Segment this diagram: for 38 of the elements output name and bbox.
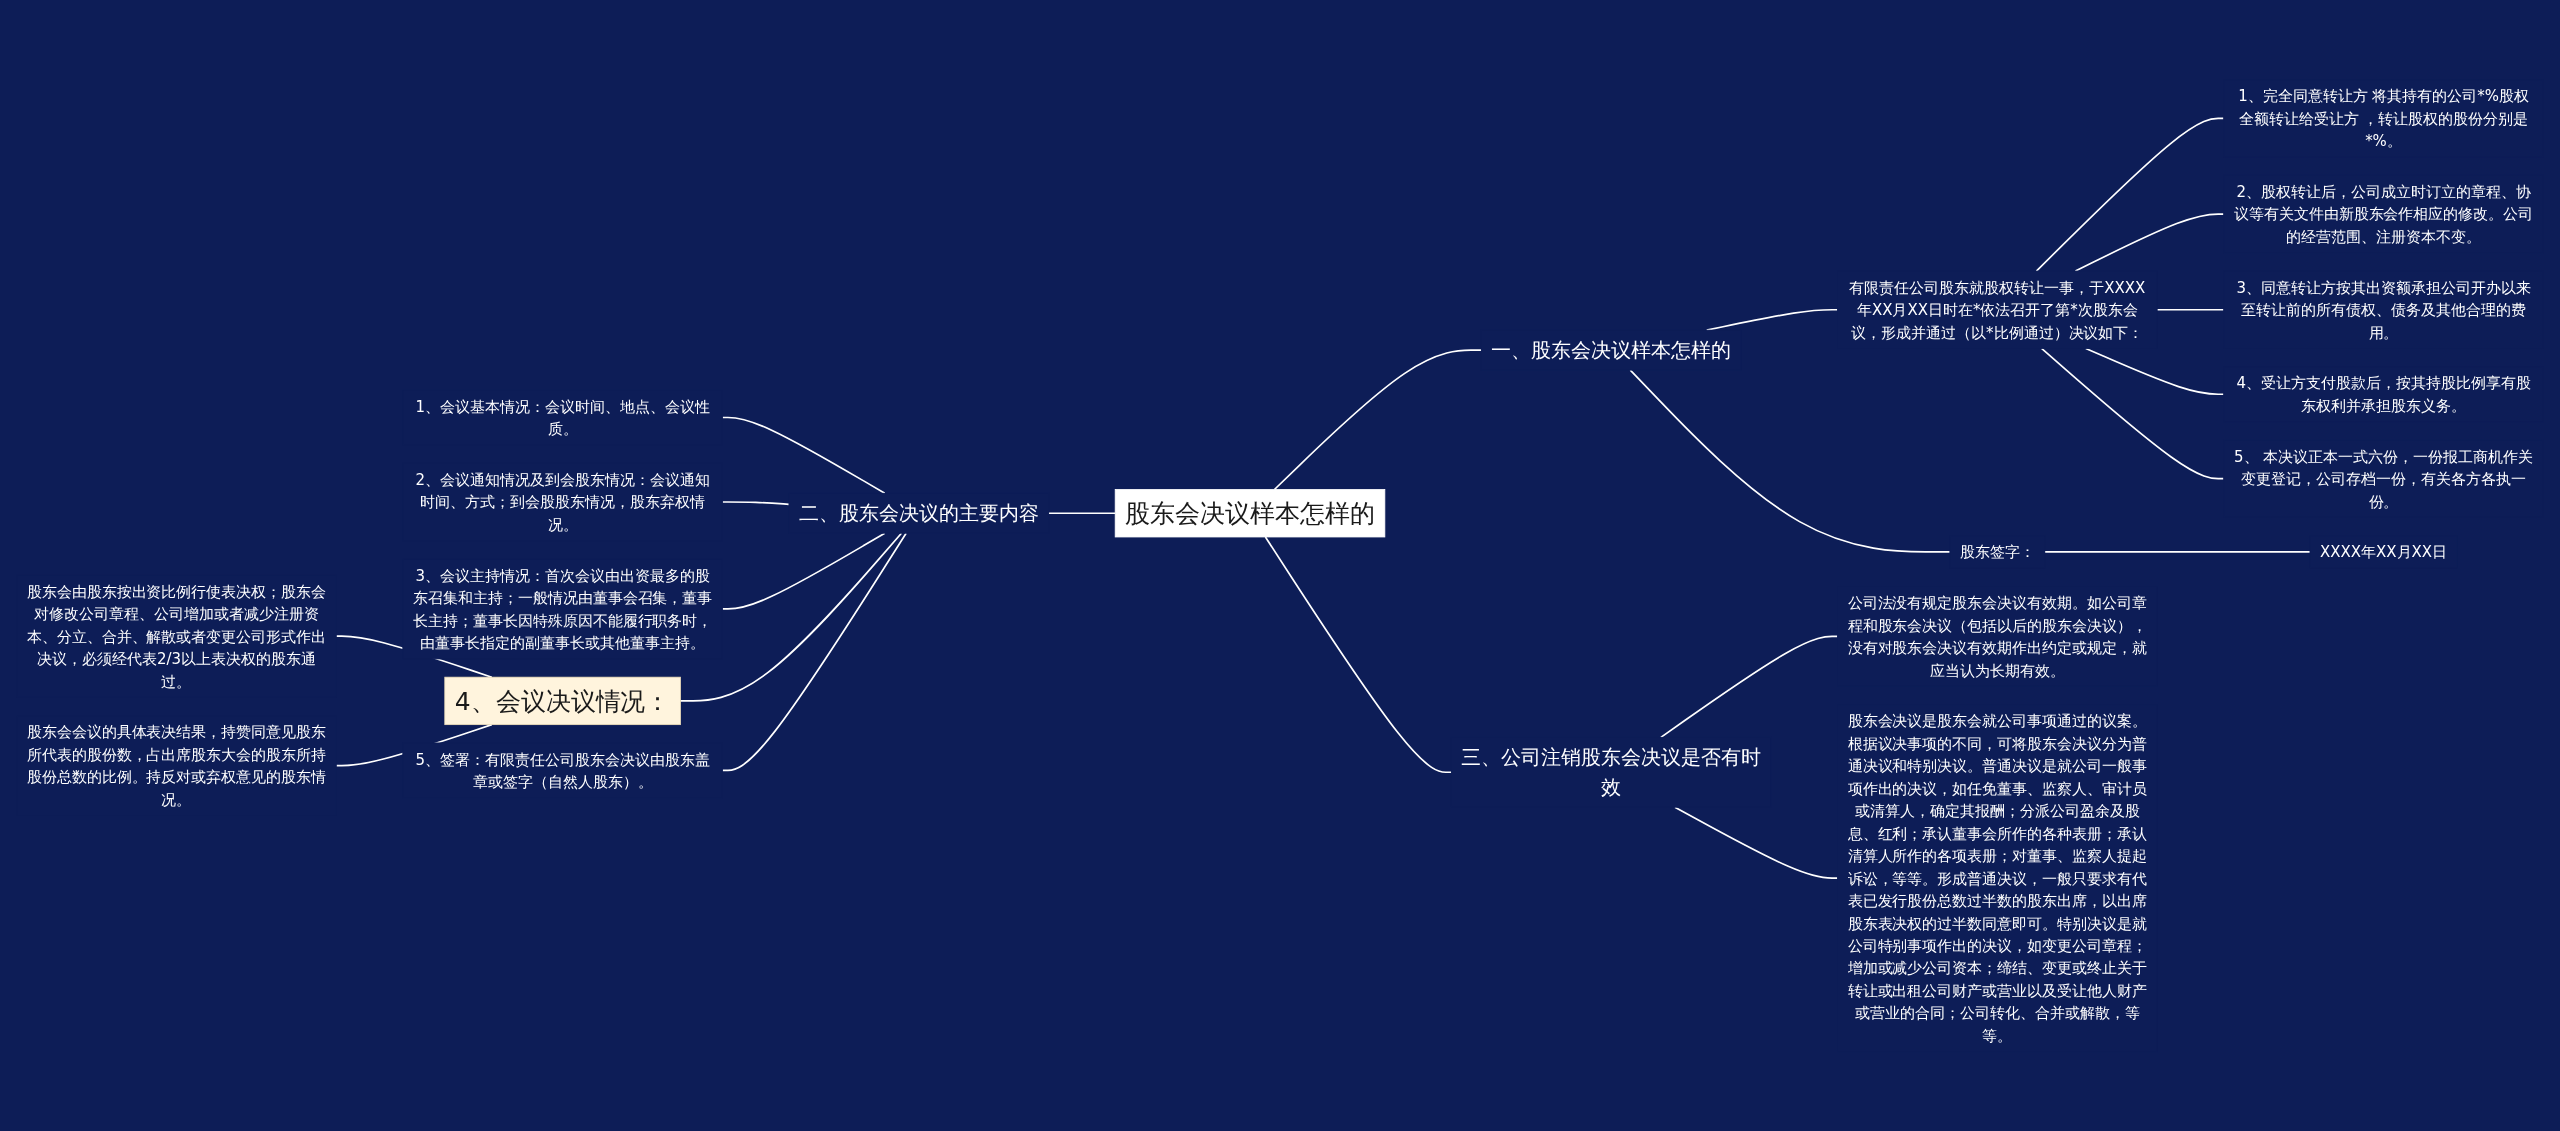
node-text: 股东会由股东按出资比例行使表决权；股东会对修改公司章程、公司增加或者减少注册资本、分立、合并、解散或者变更公司形式作出决议，必须经代表2/3以上表决权的股东通过。 — [26, 582, 327, 690]
node-text: 有限责任公司股东就股权转让一事，于XXXX年XX月XX日时在*依法召开了第*次股东会议，形成并通过（以*比例通过）决议如下： — [1849, 278, 2146, 341]
node-text: 1、完全同意转让方 将其持有的公司*%股权全额转让给受让方 ，转让股权的股份分别是*%。 — [2238, 86, 2529, 150]
node-box: 4、会议决议情况： — [444, 676, 681, 725]
connector — [2074, 213, 2225, 272]
connector — [2040, 347, 2225, 480]
connector — [679, 532, 903, 702]
connector — [2043, 550, 2311, 553]
node-text: 4、受让方支付股款后，按其持股比例享有股东权利并承担股东义务。 — [2236, 374, 2531, 415]
connector — [721, 532, 907, 772]
node-text: 2、会议通知情况及到会股东情况：会议通知时间、方式；到会股股东情况，股东弃权情况。 — [415, 470, 710, 534]
node-text: XXXX年XX月XX日 — [2319, 543, 2448, 561]
node-text: 3、会议主持情况：首次会议由出资最多的股东召集和主持；一般情况由董事会召集，董事长主持；董事长因特殊原因不能履行职务时，由董事长指定的副董事长或其他董事主持。 — [412, 566, 713, 652]
connector — [1629, 369, 1951, 553]
node-text: 1、会议基本情况：会议时间、地点、会议性质。 — [415, 397, 710, 438]
connector — [1264, 535, 1453, 773]
node-text: 股东会决议是股东会就公司事项通过的议案。根据议决事项的不同，可将股东会决议分为普通决议和特别决议。普通决议是就公司一般事项作出的决议，如任免董事、监察人、审计员或清算人，确定其报酬；分派公司盈余及股息、红利；承认董事会所作的各种表册；承认清算人所作的各项表册；对董事、监察人提起诉讼，等等。形成普通决议，一般只要求有代表已发行股份总数过半数的股东出席，以出席股东表决权的过半数同意即可。特别决议是就公司特别事项作出的决议，如变更公司章程；增加或减少公司资本；缔结、变更或终止关于转让或出租公司财产或营业以及受让他人财产或营业的合同；公司转化、合并或解散，等等。 — [1847, 711, 2148, 1045]
connector — [1273, 349, 1483, 491]
node-text: 一、股东会决议样本怎样的 — [1491, 338, 1732, 362]
connector — [721, 416, 886, 494]
node-text: 股东签字： — [1959, 543, 2035, 561]
node-text: 5、 本决议正本一式六份，一份报工商机作关变更登记，公司存档一份，有关各方各执一份。 — [2234, 447, 2533, 510]
connector — [1674, 806, 1839, 879]
node-text: 3、同意转让方按其出资额承担公司开办以来至转让前的所有债权、债务及其他合理的费用。 — [2236, 278, 2531, 341]
node-text: 三、公司注销股东会决议是否有时效 — [1461, 745, 1762, 799]
connector — [2156, 308, 2225, 311]
connector — [1047, 512, 1117, 514]
connector — [1660, 635, 1839, 738]
connector — [2035, 117, 2225, 272]
connector — [721, 532, 886, 610]
node-text: 5、签署：有限责任公司股东会决议由股东盖章或签字（自然人股东）。 — [415, 750, 710, 791]
connector — [721, 501, 790, 505]
node-text: 公司法没有规定股东会决议有效期。如公司章程和股东会决议（包括以后的股东会决议），没有对股东会决议有效期作出约定或规定，就应当认为长期有效。 — [1847, 593, 2148, 679]
node-text: 股东会会议的具体表决结果，持赞同意见股东所代表的股份数，占出席股东大会的股东所持股份总数的比例。持反对或弃权意见的股东情况。 — [26, 723, 327, 808]
node-box: 股东会决议样本怎样的 — [1114, 488, 1386, 538]
connector — [2085, 347, 2225, 395]
node-text: 二、股东会决议的主要内容 — [798, 501, 1039, 525]
node-text: 2、股权转让后，公司成立时订立的章程、协议等有关文件由新股东会作相应的修改。公司的经营范围、注册资本不变。 — [2233, 182, 2534, 246]
